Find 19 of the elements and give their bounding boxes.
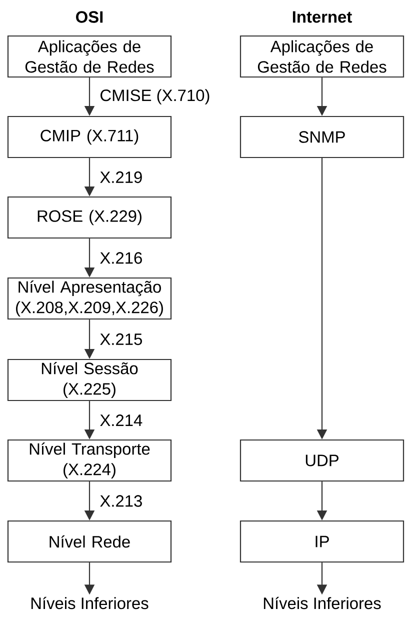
edge-label: X.214 [98, 414, 144, 427]
process-box: IP [240, 520, 404, 563]
layer-label: Níveis Inferiores [264, 596, 381, 610]
layer-label: Níveis Inferiores [31, 596, 148, 610]
process-box: ROSE (X.229) [7, 196, 172, 239]
process-box: Aplicações de Gestão de Redes [7, 35, 172, 78]
edge-label: X.216 [98, 251, 144, 265]
edge-label: CMISE (X.710) [98, 88, 212, 106]
process-box: Aplicações de Gestão de Redes [240, 35, 404, 78]
process-box: Nível Transporte (X.224) [7, 439, 172, 482]
process-box: CMIP (X.711) [7, 116, 172, 158]
edge-label: X.213 [98, 494, 144, 508]
process-box: UDP [240, 439, 404, 482]
edge-label: X.219 [98, 170, 144, 184]
process-box: Nível Apresentação (X.208,X.209,X.226) [7, 277, 172, 320]
process-box: SNMP [240, 116, 404, 158]
process-box: Nível Sessão (X.225) [7, 358, 172, 402]
edge-label: X.215 [98, 332, 144, 346]
process-box: Nível Rede [7, 520, 172, 563]
